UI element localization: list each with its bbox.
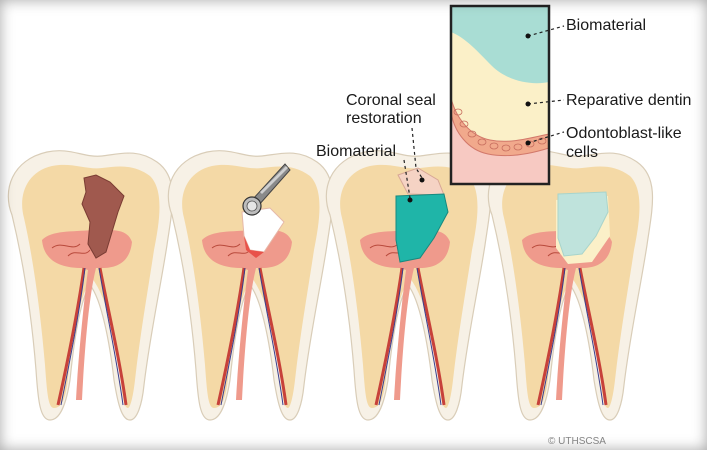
tooth-healed (488, 151, 652, 420)
label-reparative-dentin: Reparative dentin (566, 91, 691, 110)
label-biomaterial-inset: Biomaterial (566, 16, 646, 35)
label-odontoblast-cells: Odontoblast-like cells (566, 124, 682, 162)
tooth-drilling (168, 151, 332, 420)
magnified-inset (451, 6, 549, 184)
tooth-decayed (8, 151, 172, 420)
label-biomaterial-tooth: Biomaterial (316, 142, 396, 161)
credit-text: © UTHSCSA (548, 436, 606, 447)
label-coronal-seal: Coronal seal restoration (346, 92, 436, 128)
